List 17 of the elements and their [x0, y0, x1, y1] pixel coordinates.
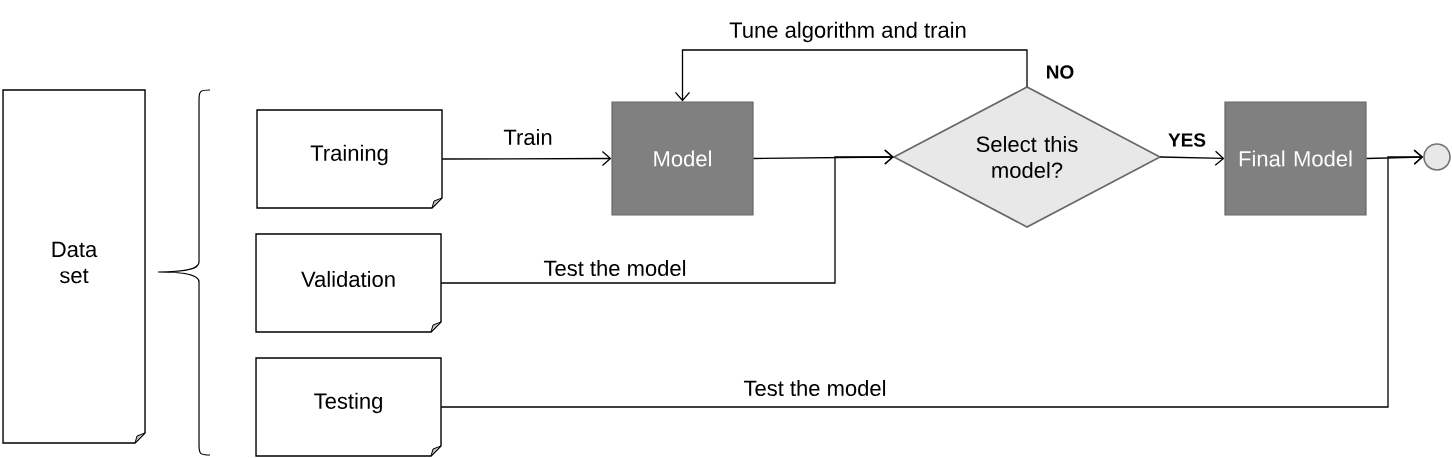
process-box: Final Model: [1224, 101, 1367, 216]
arrow: [440, 149, 1424, 408]
document-box: Validation: [255, 233, 442, 333]
arrow: [440, 149, 894, 284]
edge-label: Test the model: [544, 259, 686, 277]
arrow: [1159, 150, 1225, 166]
document-box: Training: [256, 109, 443, 209]
arrow: [674, 49, 1028, 102]
process-box: Model: [611, 101, 754, 216]
decision-label: YES: [1168, 133, 1206, 147]
end-circle: [1423, 143, 1451, 171]
document-box: Testing: [255, 357, 442, 457]
edge-label: Train: [503, 128, 552, 146]
arrow: [441, 150, 612, 167]
edge-label: Tune algorithm and train: [729, 21, 966, 43]
edge-label: Test the model: [743, 379, 886, 397]
document-box: Data set: [2, 89, 146, 444]
